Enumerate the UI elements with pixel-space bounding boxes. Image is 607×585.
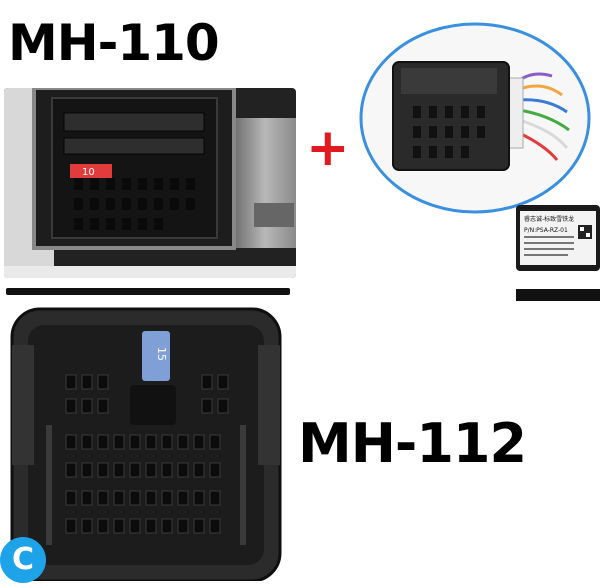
- fuse-blue-rating: 15: [155, 347, 168, 361]
- module-part-number: P/N:PSA-RZ-01: [524, 227, 568, 234]
- brand-badge: C: [0, 537, 46, 583]
- fuse-red-rating: 10: [82, 167, 95, 178]
- decoder-module-photo: 睿志诚-标致雪铁龙 P/N:PSA-RZ-01: [512, 205, 602, 301]
- fuse-blue: [142, 331, 170, 381]
- plus-sign: +: [306, 118, 350, 178]
- model-label-mh112: MH-112: [298, 412, 527, 475]
- mh110-connector-photo: 10: [4, 88, 296, 278]
- harness-connector-photo: [357, 20, 593, 216]
- mh112-connector-photo: 15: [6, 305, 286, 583]
- model-label-mh110: MH-110: [8, 14, 220, 72]
- fuse-red: [70, 164, 112, 178]
- module-title: 睿志诚-标致雪铁龙: [524, 215, 574, 223]
- divider-bar: [6, 288, 290, 295]
